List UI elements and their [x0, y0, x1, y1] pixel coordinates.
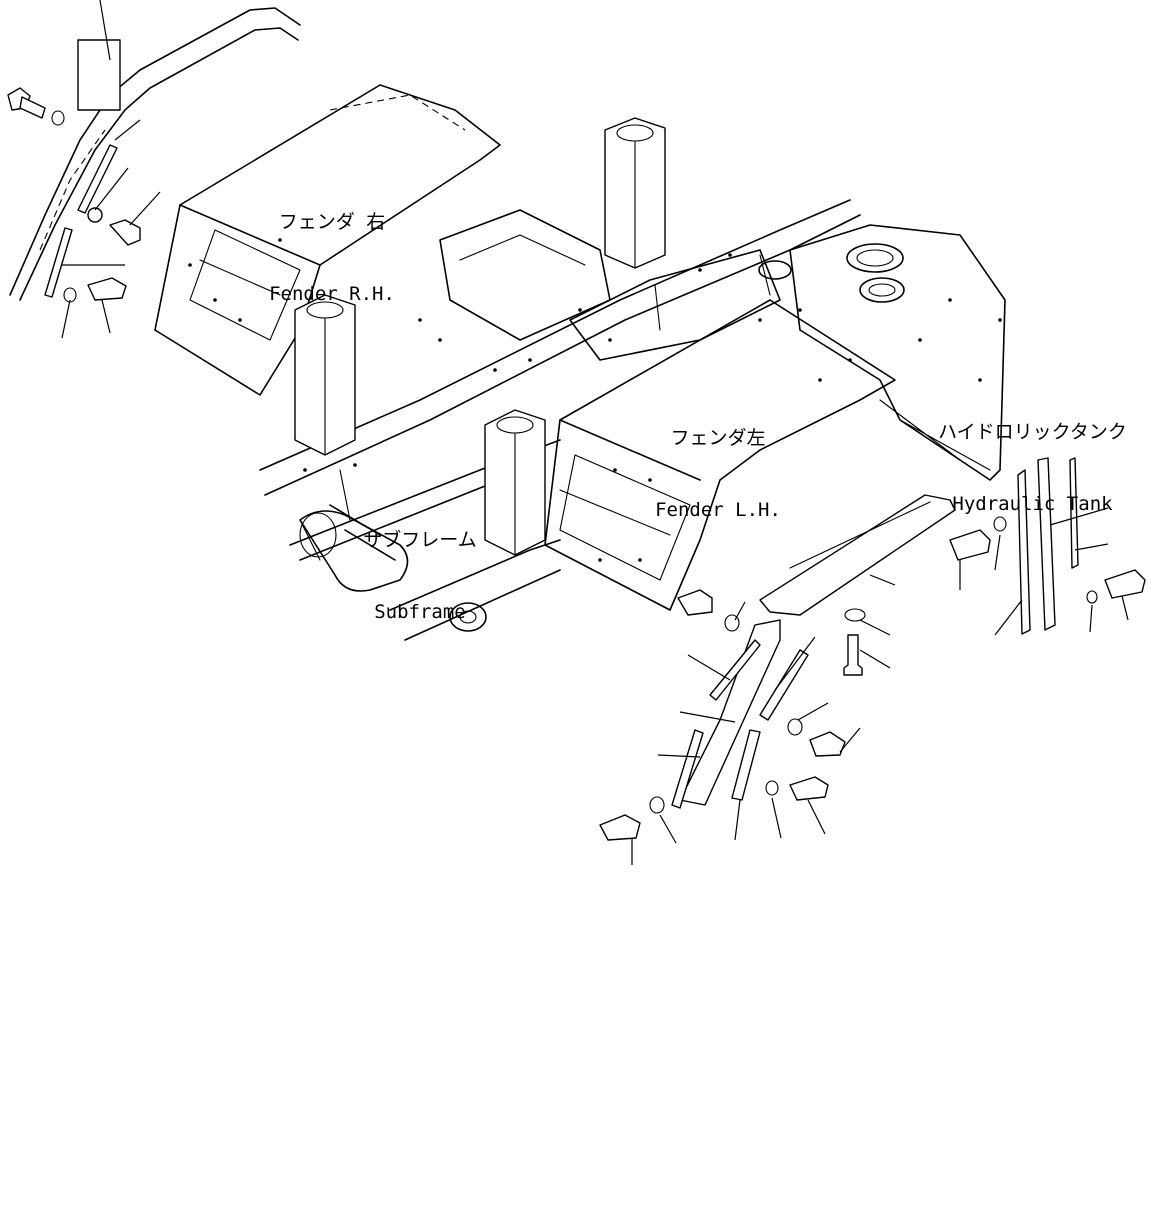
- fender-lh-label: フェンダ左 Fender L.H.: [648, 378, 788, 546]
- parts-group-top-left: [7, 0, 161, 339]
- rivet-dots: [188, 238, 1002, 562]
- hydraulic-tank: [758, 224, 1006, 481]
- parts-group-bottom-right: [599, 457, 1146, 865]
- fender-lh-label-en: Fender L.H.: [655, 499, 781, 521]
- pillar-right: [604, 117, 666, 269]
- pillar-left: [294, 294, 356, 456]
- fender-rh-label: フェンダ 右 Fender R.H.: [262, 162, 402, 330]
- fender-lh: [544, 299, 896, 611]
- fender-rh-label-en: Fender R.H.: [269, 283, 395, 305]
- fender-rh: [154, 84, 501, 396]
- subframe-label-en: Subframe: [374, 601, 466, 623]
- hydraulic-tank-label: ハイドロリックタンク Hydraulic Tank: [935, 372, 1130, 540]
- fender-rh-label-jp: フェンダ 右: [278, 211, 386, 233]
- pillar-center: [484, 409, 546, 556]
- handrail-rail: [9, 7, 301, 301]
- subframe-label-jp: サブフレーム: [363, 529, 477, 551]
- main-frame: [259, 199, 861, 641]
- hydraulic-tank-label-jp: ハイドロリックタンク: [938, 421, 1127, 443]
- fender-lh-label-jp: フェンダ左: [670, 427, 766, 449]
- hydraulic-tank-label-en: Hydraulic Tank: [952, 493, 1113, 515]
- subframe-label: サブフレーム Subframe: [355, 480, 485, 648]
